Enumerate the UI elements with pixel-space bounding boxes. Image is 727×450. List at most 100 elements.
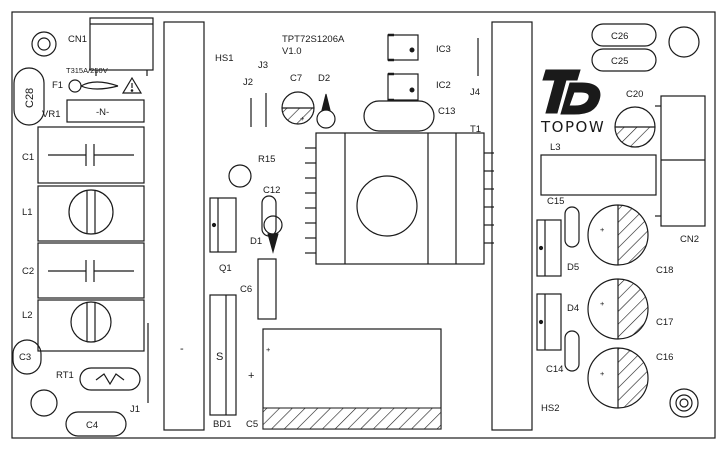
vr1-varistor: -N- [66,99,145,123]
label-hs1: HS1 [215,53,233,64]
c3-capacitor: C3 [12,339,42,375]
mounting-hole-top-left [31,31,57,57]
topow-logo: TOPOW [540,69,605,136]
label-c12: C12 [263,185,280,196]
c14-capacitor [564,330,580,372]
label-ic2: IC2 [436,80,451,91]
label-j4: J4 [470,87,480,98]
board-part-number: TPT72S1206A [282,34,345,45]
c6-capacitor [257,258,277,320]
svg-text:+: + [266,345,271,354]
warning-icon [121,76,143,94]
label-d5: D5 [567,262,579,273]
svg-text:TOPOW: TOPOW [540,118,605,136]
fuse-rating: T315A/250V [66,66,108,75]
svg-text:S: S [216,351,223,363]
label-r15: R15 [258,154,275,165]
svg-text:+: + [600,299,605,308]
c4-capacitor: C4 [65,411,127,437]
d1-diode [263,215,283,254]
c2-capacitor [37,242,145,299]
label-rt1: RT1 [56,370,74,381]
label-l3: L3 [550,142,561,153]
label-c1: C1 [22,152,34,163]
bd1-bridge-rectifier: S [209,294,237,416]
svg-text:C26: C26 [611,31,628,42]
svg-text:+: + [300,114,305,123]
label-l2: L2 [22,310,33,321]
f1-fuse [68,79,119,93]
r15-resistor [228,164,252,188]
label-ic3: IC3 [436,44,451,55]
c7-capacitor: + [281,91,315,125]
label-q1: Q1 [219,263,232,274]
mounting-hole-top-right [668,26,700,58]
label-t1: T1 [470,124,481,135]
board-outline [11,11,716,439]
label-f1: F1 [52,80,63,91]
c20-capacitor [614,106,656,148]
c26-capacitor: C26 [591,23,657,47]
l2-inductor [37,299,145,352]
label-c16: C16 [656,352,673,363]
label-c2: C2 [22,266,34,277]
label-j2: J2 [243,77,253,88]
label-vr1: VR1 [42,109,60,120]
label-c5: C5 [246,419,258,430]
t1-transformer [305,132,494,265]
label-j3: J3 [258,60,268,71]
c18-capacitor: + [587,204,649,266]
mounting-hole-bottom-right [669,388,699,418]
mounting-hole-bottom-left [30,389,58,417]
svg-text:-N-: -N- [96,107,109,118]
label-j1: J1 [130,404,140,415]
label-c14: C14 [546,364,563,375]
c15-capacitor [564,206,580,248]
label-c15: C15 [547,196,564,207]
svg-text:+: + [600,225,605,234]
svg-text:C28: C28 [24,88,36,108]
l1-inductor [37,185,145,242]
c16-capacitor: + [587,347,649,409]
label-l1: L1 [22,207,33,218]
svg-text:C4: C4 [86,420,98,431]
c17-capacitor: + [587,278,649,340]
svg-text:C25: C25 [611,56,628,67]
c5-capacitor: + + [248,328,442,430]
ic3-chip [387,33,419,62]
label-cn2: CN2 [680,234,699,245]
ic2-chip [387,72,419,102]
svg-text:C3: C3 [19,352,31,363]
cn1-connector [89,17,154,76]
label-c17: C17 [656,317,673,328]
label-hs2: HS2 [541,403,559,414]
d4-diode [536,293,562,351]
q1-transistor [209,197,237,253]
cn2-connector [655,95,706,227]
label-cn1: CN1 [68,34,87,45]
label-c20: C20 [626,89,643,100]
label-c7: C7 [290,73,302,84]
hs1-heatsink: - [163,21,205,431]
label-c13: C13 [438,106,455,117]
l3-inductor [540,154,657,196]
label-c18: C18 [656,265,673,276]
label-d4: D4 [567,303,579,314]
c1-capacitor [37,126,145,184]
c25-capacitor: C25 [591,48,657,72]
d5-diode [536,219,562,277]
c13-capacitor [363,100,435,132]
svg-text:+: + [600,369,605,378]
board-version: V1.0 [282,46,302,57]
label-d2: D2 [318,73,330,84]
label-d1: D1 [250,236,262,247]
d2-diode [316,93,336,129]
svg-text:+: + [248,370,254,382]
hs2-heatsink [491,21,533,431]
svg-text:-: - [180,343,184,355]
label-c6: C6 [240,284,252,295]
rt1-thermistor [79,367,141,391]
label-bd1: BD1 [213,419,231,430]
c28-capacitor: C28 [13,67,45,126]
